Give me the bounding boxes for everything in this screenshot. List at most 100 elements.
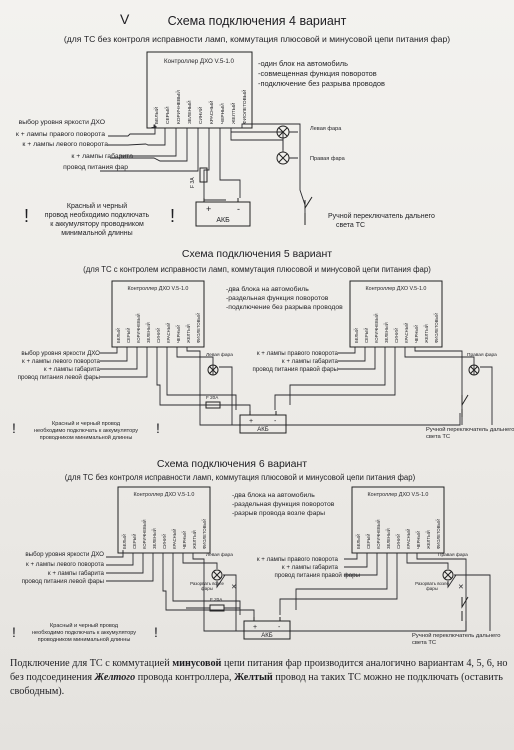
pin-label: СЕРЫЙ: [366, 534, 371, 549]
high-beam-switch-icon: [461, 596, 469, 621]
battery-icon: + -: [195, 198, 251, 227]
diagram-5-subtitle: (для ТС с контролем исправности ламп, ко…: [83, 265, 431, 274]
lamp-left-icon: [207, 364, 219, 376]
wire-label: провод питания фар: [63, 164, 128, 171]
wire-label: провод питания правой фары: [274, 572, 360, 579]
svg-text:-: -: [274, 418, 277, 425]
diagram-6-subtitle: (для ТС без контроля исправности ламп, к…: [65, 473, 416, 482]
wire-label: выбор уровня яркости ДХО: [21, 350, 100, 357]
left-wire-labels: выбор уровня яркости ДХО к + лампы левог…: [22, 551, 105, 585]
battery-label: АКБ: [261, 633, 272, 639]
controller-box-left: [117, 486, 211, 554]
high-beam-switch-icon: [461, 394, 469, 417]
battery-icon: + -: [243, 617, 291, 640]
diagram-variant-4: V Схема подключения 4 вариант (для ТС бе…: [0, 0, 514, 245]
warning-mark-right: !: [170, 206, 175, 226]
controller-box-left: [111, 280, 205, 348]
footer-note: Подключение для ТС с коммутацией минусов…: [10, 657, 508, 699]
pin-label: ЧЕРНЫЙ: [218, 103, 226, 124]
wire-brightness: [108, 128, 156, 137]
pin-label: ЧЕРНЫЙ: [182, 531, 187, 549]
diagram-6-title: Схема подключения 6 вариант: [157, 458, 307, 470]
footer-bold-yellow-2: Желтый: [234, 672, 273, 683]
wire-label: к + лампы левого поворота: [22, 358, 101, 365]
pin-label: КОРИЧНЕВЫЙ: [374, 313, 379, 343]
pin-label: ЖЕЛТЫЙ: [426, 530, 431, 549]
right-wire-labels: к + лампы правого поворота к + лампы габ…: [257, 556, 361, 579]
diagram-variant-6: Схема подключения 6 вариант (для ТС без …: [0, 455, 514, 655]
fuse-label: F 20A: [210, 597, 223, 602]
corner-check-mark: V: [120, 11, 130, 27]
cut-cross-icon: ✕: [458, 584, 464, 591]
svg-text:-: -: [278, 624, 281, 631]
warning-mark-right: !: [156, 420, 160, 436]
svg-text:+: +: [206, 204, 211, 214]
controller-label: Контроллер ДХО V.5-1.0: [368, 492, 429, 498]
pin-label: ЗЕЛЕНЫЙ: [384, 322, 389, 343]
diagram-variant-5: Схема подключения 5 вариант (для ТС с ко…: [0, 245, 514, 455]
wire-label: провод питания левой фары: [22, 578, 105, 585]
pin-label: БЕЛЫЙ: [152, 106, 160, 124]
pin-label: ЧЕРНЫЙ: [176, 325, 181, 343]
wire-label: к + лампы габарита: [48, 570, 105, 577]
wire-label: к + лампы правого поворота: [16, 131, 105, 138]
pin-label: ЗЕЛЕНЫЙ: [185, 100, 193, 124]
diagram-5-title: Схема подключения 5 вариант: [182, 248, 332, 260]
wire-red: [203, 128, 226, 201]
pin-label: ФИОЛЕТОВЫЙ: [240, 89, 248, 124]
controller-box-right: [351, 486, 445, 554]
pin-label: КРАСНЫЙ: [166, 323, 171, 343]
lamp-left-label: Левая фара: [310, 126, 342, 132]
lamp-right-icon: [468, 364, 480, 376]
features-list: -один блок на автомобиль -совмещенная фу…: [258, 59, 385, 88]
feature-item: -совмещенная функция поворотов: [258, 69, 377, 78]
battery-label: АКБ: [216, 217, 230, 224]
pin-label: ЖЕЛТЫЙ: [186, 324, 191, 343]
lamp-right-label: Правая фара: [467, 352, 497, 358]
wire-label: выбор уровня яркости ДХО: [25, 551, 104, 558]
svg-text:-: -: [237, 204, 240, 214]
wire-label: к + лампы правого поворота: [257, 556, 339, 563]
pin-label: ЗЕЛЕНЫЙ: [152, 528, 157, 549]
wire-labels: выбор уровня яркости ДХО к + лампы право…: [16, 118, 133, 171]
pin-label: СЕРЫЙ: [163, 106, 171, 124]
footer-bold-minus: минусовой: [172, 658, 222, 669]
high-beam-switch-icon: [304, 196, 313, 225]
pin-label: ЗЕЛЕНЫЙ: [146, 322, 151, 343]
wire-label: к + лампы габарита: [44, 366, 101, 373]
diagram-4-subtitle: (для ТС без контроля исправности ламп, к…: [64, 34, 450, 44]
pin-label: ЧЕРНЫЙ: [416, 531, 421, 549]
fuse-label: F 20A: [206, 395, 219, 400]
warning-mark-left: !: [12, 624, 16, 640]
pin-label: ФИОЛЕТОВЫЙ: [196, 313, 201, 343]
pin-label: КОРИЧНЕВЫЙ: [136, 313, 141, 343]
warning-mark-left: !: [12, 420, 16, 436]
diagram-4-title: Схема подключения 4 вариант: [168, 14, 347, 28]
feature-item: -раздельная функция поворотов: [226, 295, 329, 302]
pin-label: КРАСНЫЙ: [207, 100, 215, 124]
pin-label: СИНИЙ: [396, 534, 401, 549]
lamp-right-icon: [442, 569, 454, 581]
pin-label: ЧЕРНЫЙ: [414, 325, 419, 343]
controller-box: [146, 51, 253, 129]
pin-label: КОРИЧНЕВЫЙ: [376, 519, 381, 549]
battery-label: АКБ: [257, 427, 268, 433]
pin-label: ЖЕЛТЫЙ: [192, 530, 197, 549]
wire-label: к + лампы габарита: [71, 152, 133, 160]
controller-label: Контроллер ДХО V.5-1.0: [366, 286, 427, 292]
wire-black: [219, 128, 241, 198]
pin-label: КРАСНЫЙ: [404, 323, 409, 343]
fuse-icon: [199, 167, 208, 183]
pin-label: КРАСНЫЙ: [406, 529, 411, 549]
wire-label: к + лампы левого поворота: [26, 561, 105, 568]
